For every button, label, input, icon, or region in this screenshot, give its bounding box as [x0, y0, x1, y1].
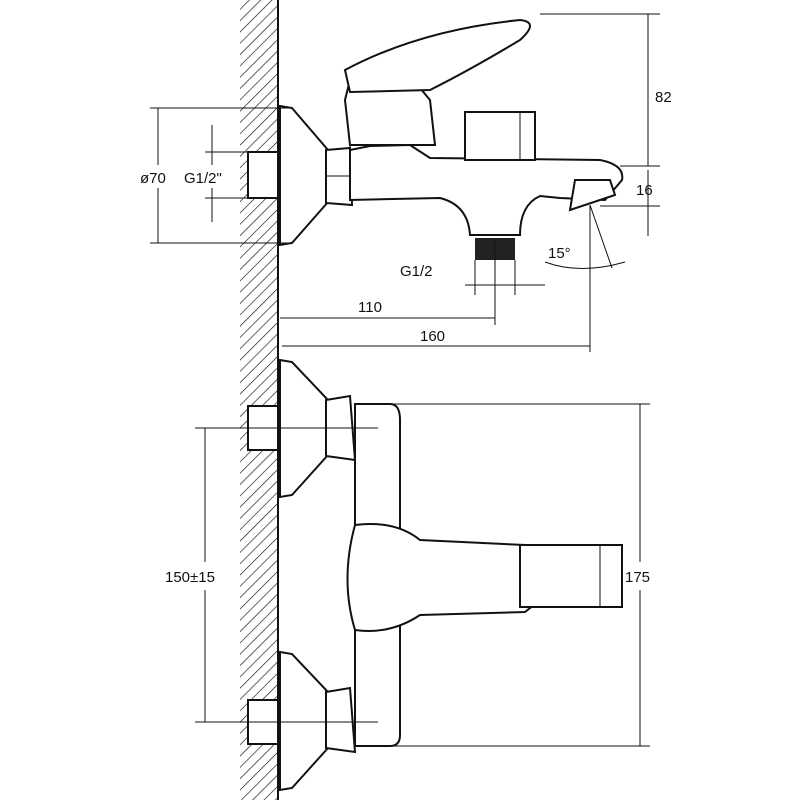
- front-view: 150±15 175: [165, 358, 650, 792]
- escutcheon: [279, 104, 329, 247]
- spout-reach-label: 160: [420, 328, 445, 345]
- spout-aerator: [568, 179, 617, 212]
- body-height-label: 175: [625, 569, 650, 586]
- outlet-thread-label: G1/2: [400, 263, 433, 280]
- dimension-175: 175: [390, 403, 650, 747]
- dimension-150: 150±15: [165, 427, 245, 723]
- dimension-16: 16: [600, 170, 660, 236]
- top-view: 82 16 ø70 G1/2" G1/2: [140, 13, 672, 352]
- front-lever: [346, 523, 541, 632]
- front-spout: [519, 544, 623, 608]
- dimension-82: 82: [540, 13, 672, 167]
- dimension-160: 160: [282, 328, 590, 347]
- lever-handle: [343, 18, 531, 94]
- dimension-15deg: 15°: [544, 204, 626, 352]
- inlet-pipe: [247, 151, 279, 199]
- dimension-o70: ø70: [140, 107, 290, 244]
- spout-angle-label: 15°: [548, 245, 571, 262]
- inlet-thread-label: G1/2": [184, 170, 222, 187]
- lower-escutcheon: [279, 650, 329, 792]
- inlet-spacing-label: 150±15: [165, 569, 215, 586]
- outlet-distance-label: 110: [358, 299, 382, 316]
- dimension-g12-inlet: G1/2": [184, 125, 250, 222]
- escutcheon-diameter-label: ø70: [140, 170, 166, 187]
- mixer-body: [349, 143, 624, 236]
- spout-offset-label: 16: [636, 182, 653, 199]
- diverter-knob: [464, 111, 536, 161]
- wall-hatch: [240, 0, 278, 800]
- dimension-110: 110: [280, 299, 495, 319]
- height-label: 82: [655, 89, 672, 106]
- dimension-g12-outlet: G1/2: [400, 240, 545, 325]
- lower-hex-nut: [325, 686, 357, 754]
